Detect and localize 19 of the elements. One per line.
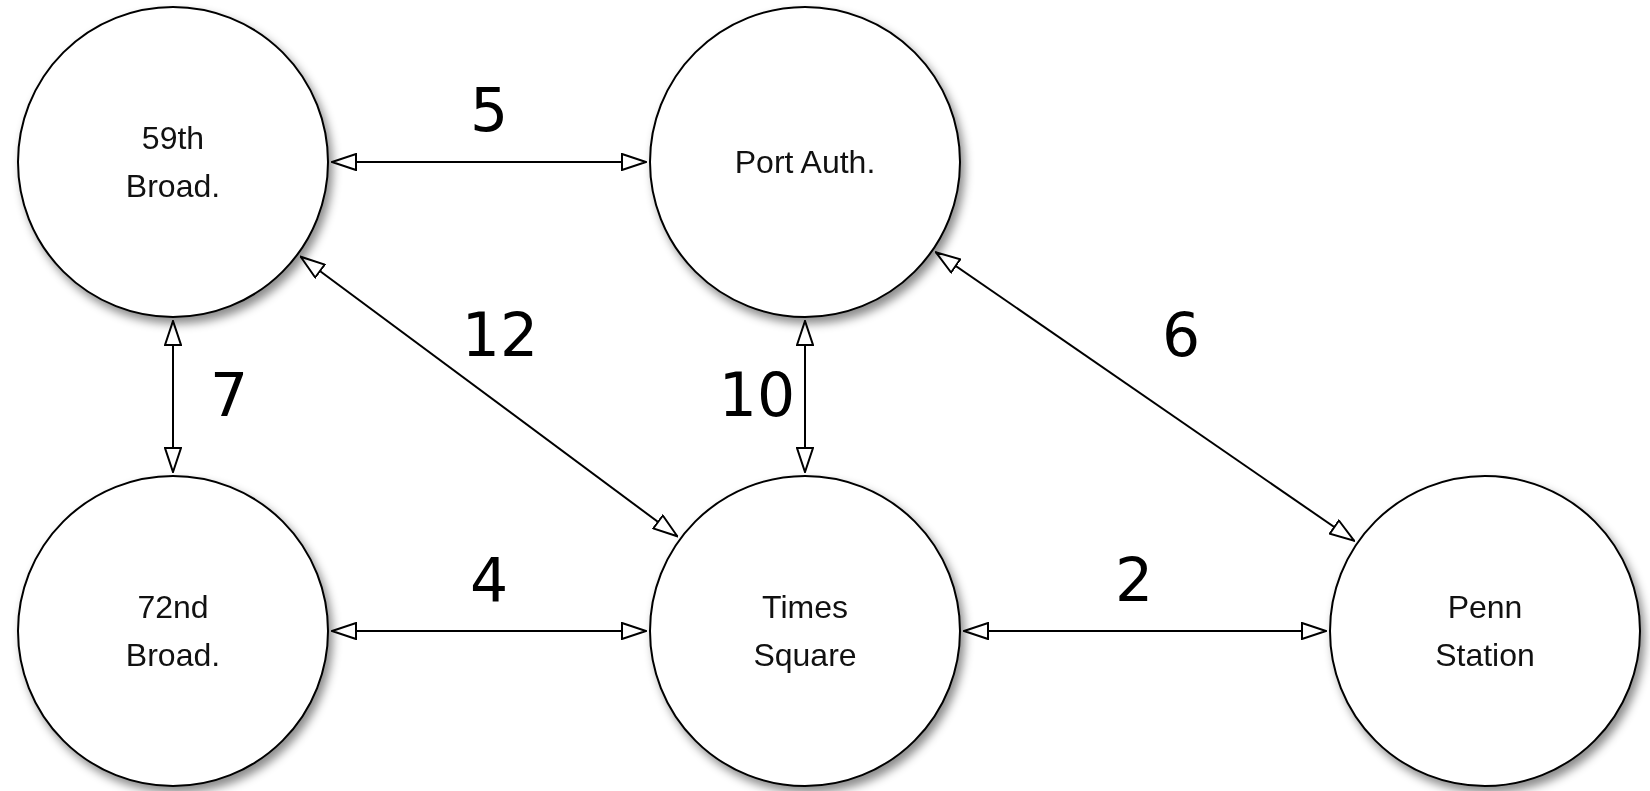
- double-headed-arrow: [164, 320, 182, 473]
- edge-label: 12: [461, 305, 539, 365]
- double-headed-arrow: [796, 320, 814, 473]
- station-name: 72nd Broad.: [124, 588, 222, 675]
- station-name: Penn Station: [1434, 588, 1536, 675]
- edge-label: 2: [1114, 550, 1154, 610]
- station-name: 59th Broad.: [124, 119, 222, 206]
- edge-label: 5: [469, 80, 509, 140]
- edge-label: 6: [1161, 305, 1201, 365]
- station-name: Port Auth.: [734, 143, 876, 182]
- station-name: Times Square: [752, 588, 858, 675]
- double-headed-arrow: [299, 255, 679, 538]
- edge-label: 7: [209, 365, 249, 425]
- double-headed-arrow: [331, 622, 647, 640]
- double-headed-arrow: [963, 622, 1327, 640]
- edge-label: 4: [469, 550, 509, 610]
- edge-label: 10: [718, 365, 796, 425]
- double-headed-arrow: [331, 153, 647, 171]
- double-headed-arrow: [934, 251, 1356, 542]
